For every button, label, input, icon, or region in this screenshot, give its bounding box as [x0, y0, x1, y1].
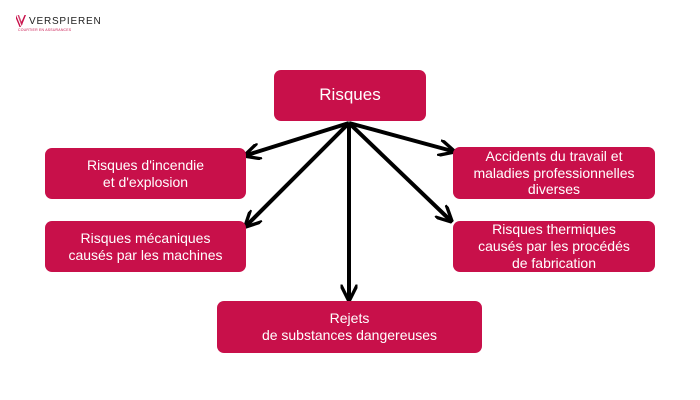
logo-tagline: COURTIER EN ASSURANCES: [18, 28, 72, 32]
node-work-accidents: Accidents du travail et maladies profess…: [453, 147, 655, 199]
node-hazardous-releases: Rejets de substances dangereuses: [217, 301, 482, 353]
company-logo: VERSPIEREN COURTIER EN ASSURANCES: [16, 14, 101, 32]
arrow-to-accidents: [348, 121, 452, 151]
node-thermal-risks: Risques thermiques causés par les procéd…: [453, 221, 655, 272]
node-risques: Risques: [274, 70, 426, 121]
node-fire-explosion-risks: Risques d'incendie et d'explosion: [45, 148, 246, 199]
logo-name: VERSPIEREN: [29, 15, 102, 27]
arrow-to-mech: [247, 121, 351, 225]
node-mechanical-risks: Risques mécaniques causés par les machin…: [45, 221, 246, 272]
logo-mark-icon: [16, 15, 26, 27]
arrow-to-fire: [247, 121, 350, 155]
arrow-to-thermal: [347, 121, 450, 220]
